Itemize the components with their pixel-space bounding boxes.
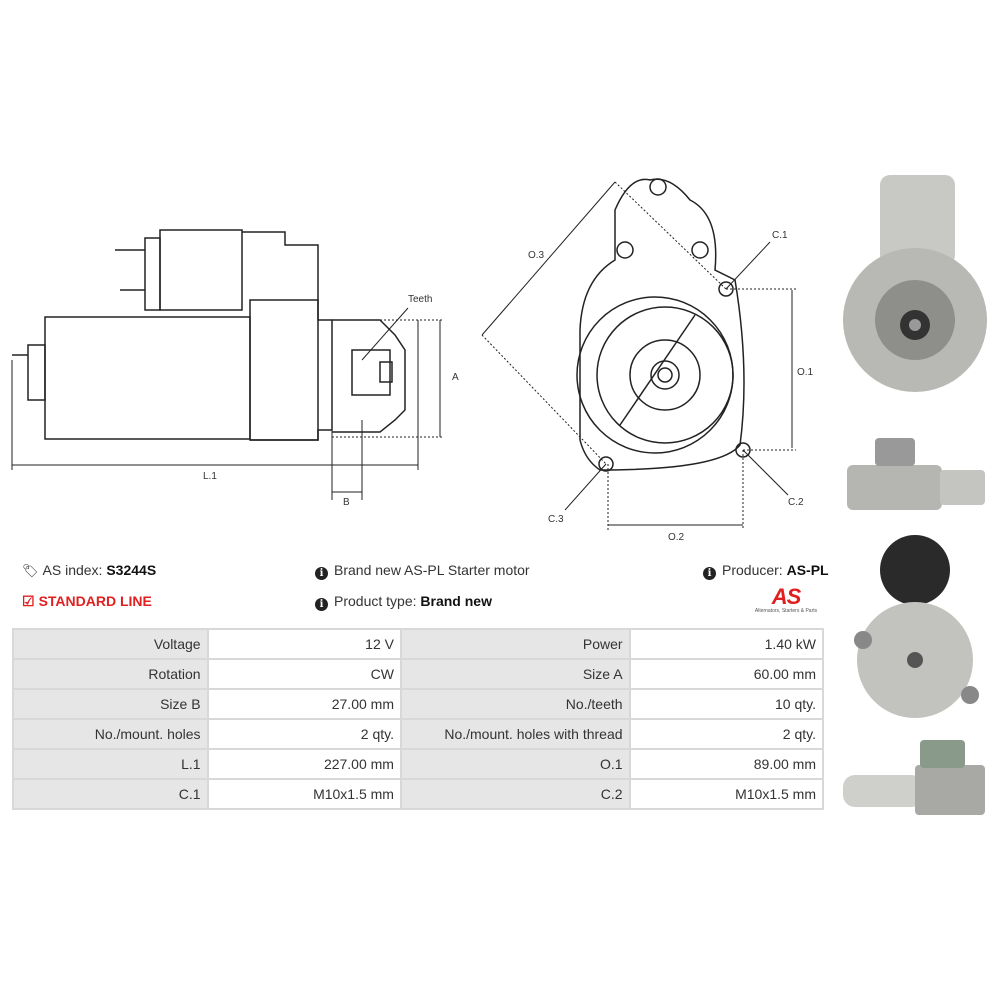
as-index-value: S3244S [106, 562, 157, 578]
spec-key: No./teeth [399, 688, 631, 720]
label-c1: C.1 [772, 230, 788, 241]
spec-key: Size A [399, 658, 631, 690]
info-icon: i [703, 567, 716, 580]
label-l1: L.1 [203, 471, 217, 482]
label-teeth: Teeth [408, 294, 432, 305]
label-c2: C.2 [788, 497, 804, 508]
spec-value: 2 qty. [628, 718, 825, 750]
spec-key: L.1 [12, 748, 209, 780]
spec-value: 89.00 mm [628, 748, 825, 780]
spec-key: C.1 [12, 778, 209, 810]
label-c3: C.3 [548, 514, 564, 525]
side-view-diagram: Teeth A B L.1 [11, 229, 459, 508]
spec-key: Rotation [12, 658, 209, 690]
photo-side-2 [843, 740, 985, 815]
spec-key: No./mount. holes [12, 718, 209, 750]
spec-value: M10x1.5 mm [628, 778, 825, 810]
as-index: 🏷︎AS index: S3244S [22, 562, 157, 578]
label-a: A [452, 372, 459, 383]
info-icon: i [315, 598, 328, 611]
spec-value: 60.00 mm [628, 658, 825, 690]
spec-value: M10x1.5 mm [206, 778, 402, 810]
info-icon: i [315, 567, 328, 580]
product-photos [843, 175, 987, 815]
spec-value: 27.00 mm [206, 688, 402, 720]
as-pl-logo: AS Alternators, Starters & Parts [754, 584, 818, 615]
spec-value: 12 V [206, 628, 402, 660]
product-line: ☑STANDARD LINE [22, 593, 152, 609]
photo-front [843, 175, 987, 392]
spec-value: 10 qty. [628, 688, 825, 720]
spec-value: 2 qty. [206, 718, 402, 750]
spec-value: 1.40 kW [628, 628, 825, 660]
spec-value: CW [206, 658, 402, 690]
label-o2: O.2 [668, 532, 685, 543]
checkbox-checked-icon: ☑ [22, 593, 35, 609]
spec-key: Size B [12, 688, 209, 720]
spec-value: 227.00 mm [206, 748, 402, 780]
spec-key: Power [399, 628, 631, 660]
label-o1: O.1 [797, 367, 814, 378]
spec-key: O.1 [399, 748, 631, 780]
label-o3: O.3 [528, 250, 545, 261]
photo-side [847, 438, 985, 510]
spec-key: C.2 [399, 778, 631, 810]
tag-icon: 🏷︎ [22, 563, 39, 578]
photo-rear [854, 535, 979, 718]
spec-key: No./mount. holes with thread [399, 718, 631, 750]
front-view-diagram: O.3 C.1 O.1 C.2 C.3 O.2 [481, 178, 814, 543]
label-b: B [343, 497, 350, 508]
spec-key: Voltage [12, 628, 209, 660]
